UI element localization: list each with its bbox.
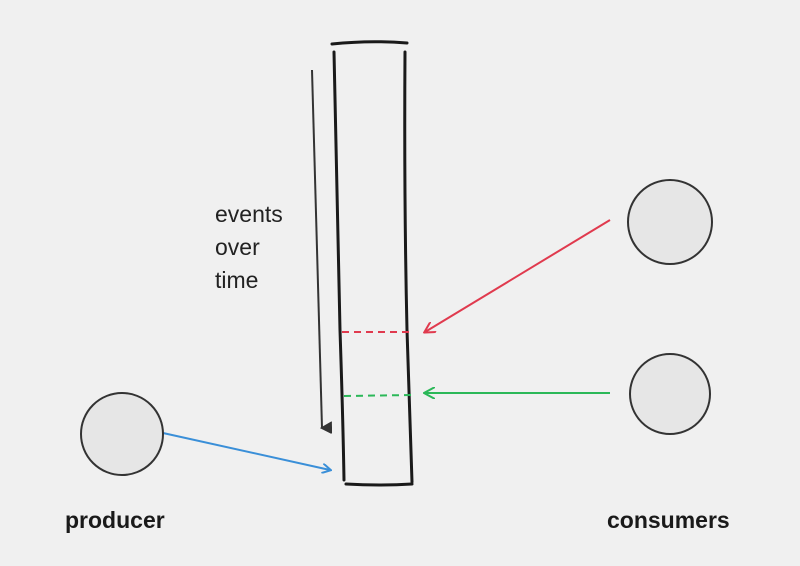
consumer-2-node [629,353,711,435]
time-label-line: over [215,234,260,260]
time-label-line: events [215,201,283,227]
consumers-label: consumers [607,507,730,533]
time-arrow [311,69,322,428]
consumer-1-arrow [425,219,611,332]
consumer-2-offset-marker [343,394,413,397]
time-label-line: time [215,267,259,293]
producer-label: producer [65,507,165,533]
event-log [330,40,414,487]
time-axis-label: events over time [215,198,283,297]
producer-arrow [162,432,330,470]
producer-node [80,392,164,476]
consumer-1-node [627,179,713,265]
